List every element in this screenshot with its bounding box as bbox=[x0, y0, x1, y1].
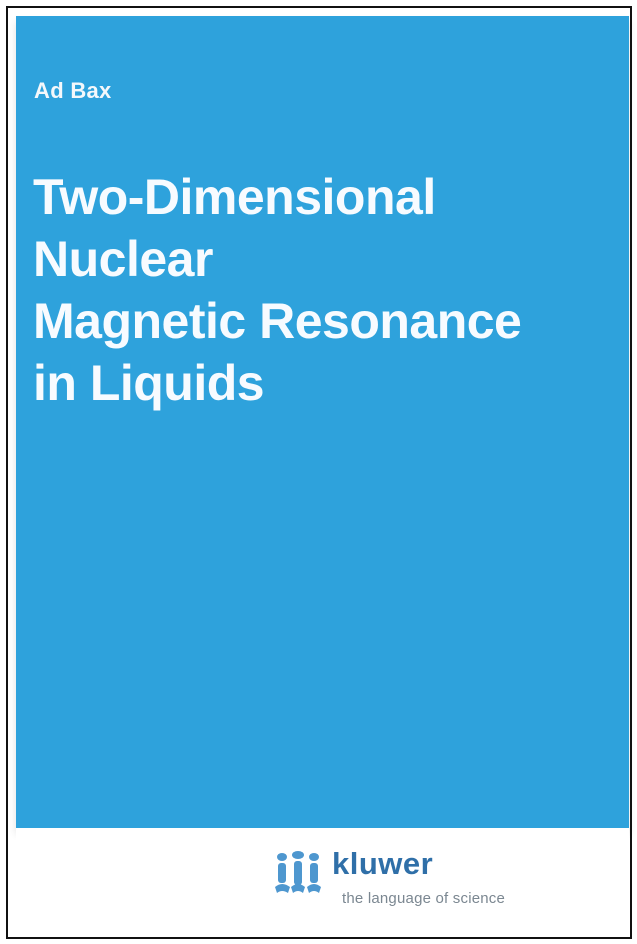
book-title: Two-Dimensional Nuclear Magnetic Resonan… bbox=[33, 166, 522, 414]
publisher-tagline: the language of science bbox=[342, 890, 506, 907]
title-line-2: Nuclear bbox=[33, 231, 213, 287]
kluwer-logo-icon bbox=[275, 851, 321, 893]
title-line-1: Two-Dimensional bbox=[33, 169, 436, 225]
book-cover: Ad Bax Two-Dimensional Nuclear Magnetic … bbox=[16, 16, 629, 828]
author-name: Ad Bax bbox=[34, 78, 112, 103]
title-line-3: Magnetic Resonance bbox=[33, 293, 522, 349]
publisher-band bbox=[16, 828, 629, 936]
publisher-logo: kluwer the language of science bbox=[270, 845, 610, 920]
publisher-logo-text: kluwer bbox=[332, 846, 434, 881]
title-line-4: in Liquids bbox=[33, 355, 265, 411]
